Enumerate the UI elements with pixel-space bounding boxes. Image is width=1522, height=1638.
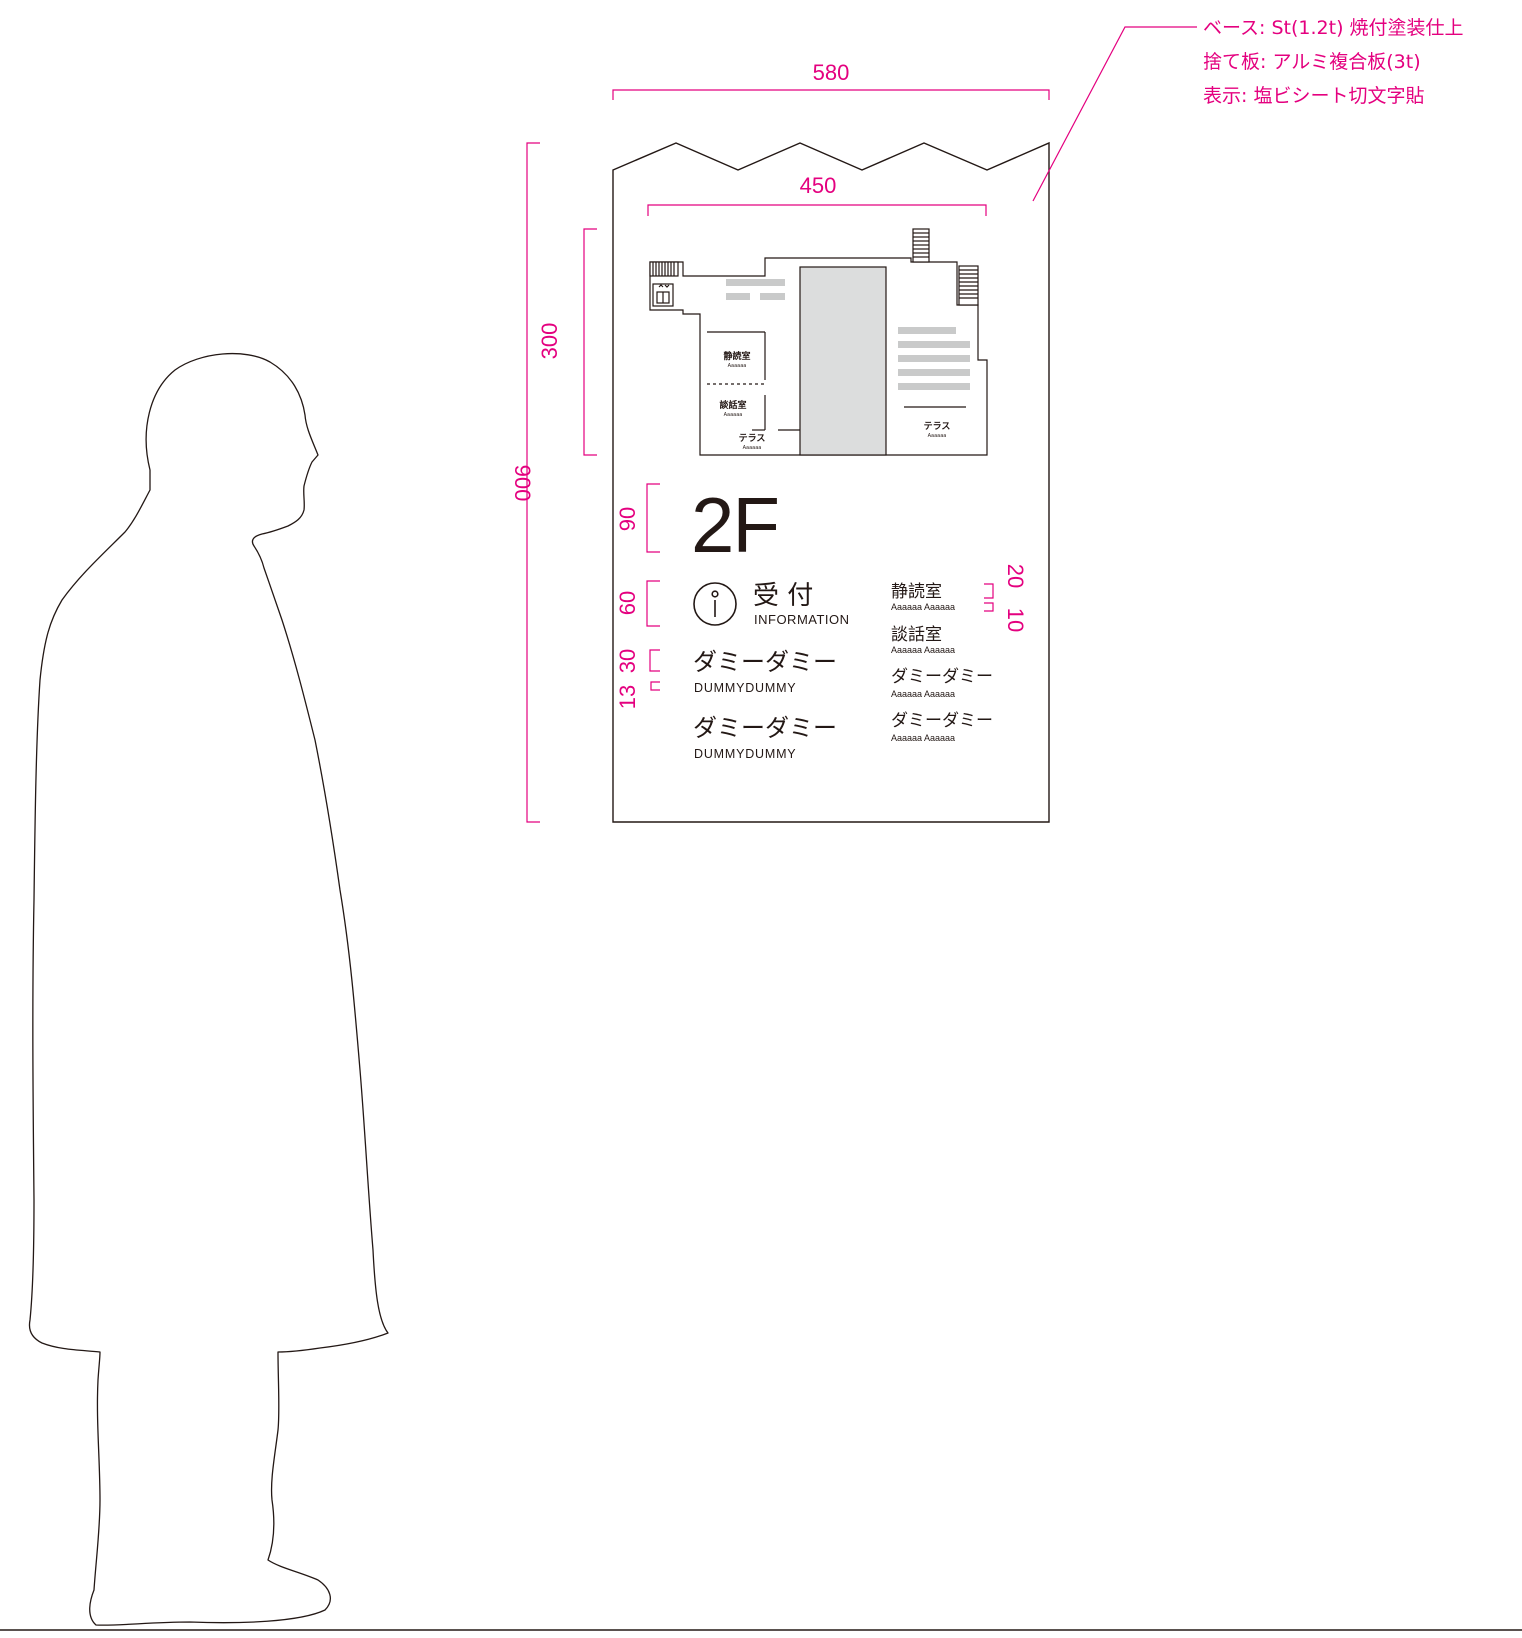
dim-width-total: 580 (813, 60, 850, 85)
dim-height-item: 30 (615, 649, 640, 673)
map-room-quiet-sub: Aaaaaa (728, 363, 747, 369)
dim-height-list-main: 20 (1003, 564, 1028, 588)
dim-height-total: 900 (510, 465, 535, 502)
map-room-lounge: 談話室 (719, 399, 746, 411)
info-label: 受 付 (753, 581, 813, 611)
right-item-2-label: 談話室 (891, 625, 942, 645)
spec-display: 表示: 塩ビシート切文字貼 (1203, 85, 1424, 107)
left-item-1-label: ダミーダミー (693, 648, 837, 676)
dim-height-list-sub: 10 (1003, 608, 1028, 632)
right-item-4-sub: Aaaaaa Aaaaaa (891, 733, 955, 743)
stair-right (958, 265, 979, 306)
map-terrace-left-sub: Aaaaaa (743, 445, 762, 451)
spec-notes: ベース: St(1.2t) 焼付塗装仕上 捨て板: アルミ複合板(3t) 表示:… (1203, 16, 1464, 107)
right-item-4-label: ダミーダミー (891, 711, 993, 731)
sign-panel (612, 141, 1050, 823)
stair-top (912, 228, 930, 263)
left-item-2-sub: DUMMYDUMMY (694, 747, 796, 761)
dimension-lines (526, 26, 1197, 823)
map-terrace-right: テラス (924, 421, 951, 432)
map-terrace-right-sub: Aaaaaa (928, 433, 947, 439)
left-item-1-sub: DUMMYDUMMY (694, 681, 796, 695)
right-item-3-sub: Aaaaaa Aaaaaa (891, 689, 955, 699)
floor-number: 2F (691, 481, 778, 569)
right-item-1-sub: Aaaaaa Aaaaaa (891, 602, 955, 612)
dim-height-map: 300 (537, 323, 562, 360)
map-room-lounge-sub: Aaaaaa (724, 412, 743, 418)
info-circle-icon (693, 582, 737, 626)
floor-map-furniture (726, 279, 970, 390)
map-room-quiet: 静読室 (723, 350, 750, 362)
left-item-2-label: ダミーダミー (693, 714, 837, 742)
dimension-labels: 580 450 900 300 90 60 30 13 20 10 (510, 60, 1028, 709)
person-silhouette (28, 353, 389, 1626)
spec-leader-line (1032, 26, 1197, 202)
central-void (799, 266, 887, 456)
right-item-3-label: ダミーダミー (891, 667, 993, 687)
spec-backing: 捨て板: アルミ複合板(3t) (1203, 51, 1421, 73)
map-terrace-left: テラス (739, 433, 766, 444)
right-item-1-label: 静読室 (891, 582, 942, 602)
dim-height-info: 60 (615, 591, 640, 615)
floor-map-labels: 静読室 Aaaaaa 談話室 Aaaaaa テラス Aaaaaa テラス Aaa… (719, 350, 950, 451)
spec-base: ベース: St(1.2t) 焼付塗装仕上 (1203, 16, 1464, 39)
info-sub-label: INFORMATION (754, 612, 850, 627)
dim-height-sub: 13 (615, 685, 640, 709)
dim-width-map: 450 (800, 173, 837, 198)
right-item-2-sub: Aaaaaa Aaaaaa (891, 645, 955, 655)
dim-height-floor: 90 (615, 507, 640, 531)
floor-map (649, 228, 988, 456)
elevator-icon (652, 283, 674, 307)
stair-left (649, 261, 679, 277)
